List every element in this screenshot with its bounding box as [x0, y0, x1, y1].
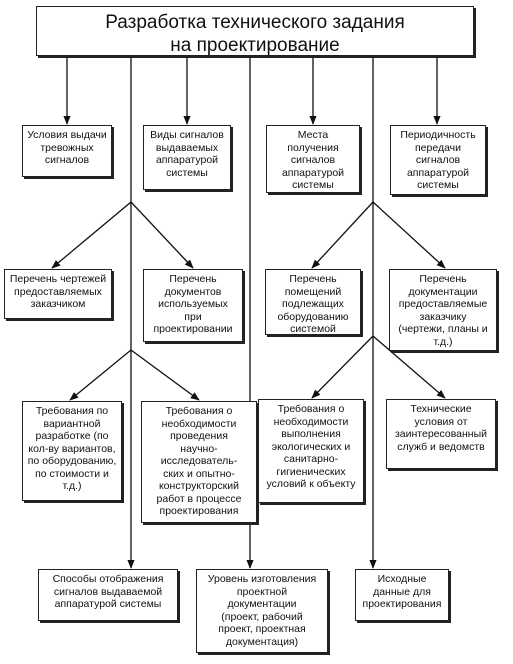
arrow-fan4-to-b12 — [372, 335, 446, 399]
box-initial-data: Исходные данные для проектирования — [355, 569, 449, 621]
box-technical-conditions: Технические условия от заинтересованный … — [386, 399, 496, 469]
box-signal-locations: Места получения сигналов аппаратурой сис… — [266, 125, 360, 193]
box-documents-list: Перечень документов используемых при про… — [143, 269, 243, 342]
arrow-fan3-to-b10 — [130, 349, 200, 401]
box-ecology-requirements: Требования о необходимости выполнения эк… — [258, 399, 364, 503]
box-drawings-list: Перечень чертежей предоставляемых заказч… — [4, 269, 112, 319]
box-variant-requirements: Требования по вариантной разработке (по … — [22, 401, 122, 501]
box-research-requirements: Требования о необходимости проведения на… — [141, 401, 257, 523]
box-documentation-level: Уровень изготовления проектной документа… — [196, 569, 328, 653]
box-rooms-list: Перечень помещений подлежащих оборудован… — [265, 269, 361, 335]
arrow-fan2-to-b7 — [311, 201, 374, 269]
box-alarm-conditions: Условия выдачи тревожных сигналов — [22, 125, 112, 177]
arrow-fan2-to-b8 — [372, 201, 446, 269]
arrow-fan1-to-b5 — [51, 201, 132, 269]
arrow-fan1-to-b6 — [130, 201, 194, 269]
box-signal-periodicity: Периодичность передачи сигналов аппарату… — [390, 125, 486, 195]
arrow-fan3-to-b9 — [69, 349, 132, 401]
diagram-title: Разработка технического задания на проек… — [36, 6, 474, 56]
arrow-fan4-to-b11 — [311, 335, 374, 399]
box-display-methods: Способы отображения сигналов выдаваемой … — [38, 569, 178, 621]
box-signal-types: Виды сигналов выдаваемых аппаратурой сис… — [143, 125, 231, 190]
box-customer-documentation: Перечень документации предоставляемые за… — [389, 269, 497, 351]
